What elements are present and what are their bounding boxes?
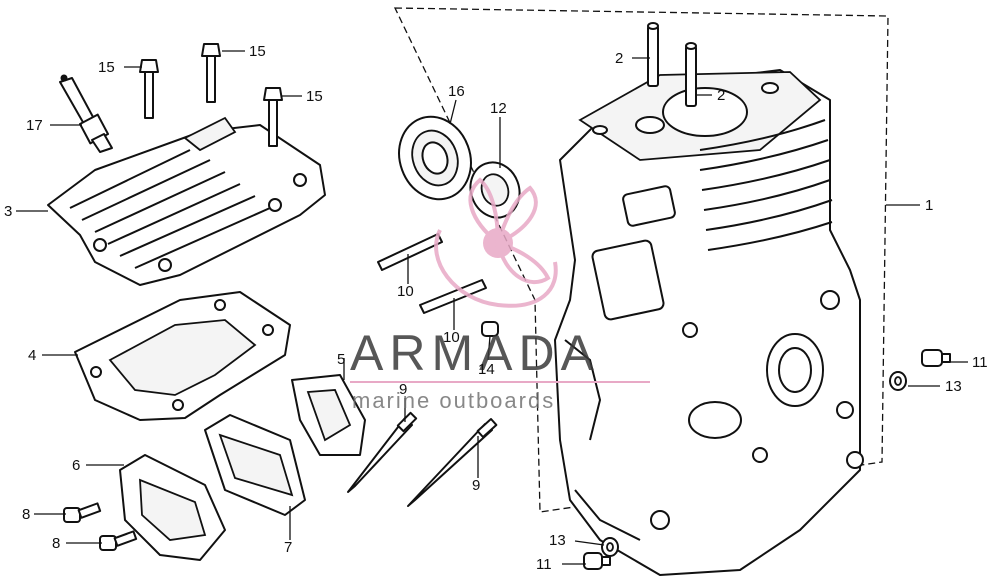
callout-14: 14 bbox=[478, 361, 495, 378]
short-studs bbox=[377, 233, 487, 314]
long-studs bbox=[347, 411, 498, 507]
cover-gasket bbox=[204, 414, 306, 516]
head-bolts bbox=[139, 43, 283, 147]
drain-bolt-bottom bbox=[583, 552, 611, 570]
ball-bearing bbox=[398, 115, 472, 201]
callout-17: 17 bbox=[26, 117, 43, 134]
callout-6: 6 bbox=[72, 457, 80, 474]
callout-11a: 11 bbox=[972, 354, 988, 371]
callout-12: 12 bbox=[490, 100, 507, 117]
callout-11b: 11 bbox=[536, 556, 552, 573]
callout-8a: 8 bbox=[22, 506, 30, 523]
callout-15c: 15 bbox=[306, 88, 323, 105]
sealing-washer-right bbox=[889, 371, 907, 391]
cylinder-block bbox=[554, 69, 864, 576]
cylinder-dowel-pins bbox=[647, 22, 697, 107]
callout-15b: 15 bbox=[249, 43, 266, 60]
callout-10b: 10 bbox=[443, 329, 460, 346]
cover-bolts bbox=[63, 502, 138, 551]
leader-lines bbox=[16, 50, 968, 565]
cylinder-head bbox=[47, 116, 326, 286]
callout-7: 7 bbox=[284, 539, 292, 556]
callout-3: 3 bbox=[4, 203, 12, 220]
oil-seal bbox=[469, 161, 521, 219]
callout-10a: 10 bbox=[397, 283, 414, 300]
sealing-washer-bottom bbox=[601, 537, 619, 557]
head-gasket bbox=[74, 291, 291, 421]
callout-2b: 2 bbox=[717, 87, 725, 104]
callout-16: 16 bbox=[448, 83, 465, 100]
callout-9a: 9 bbox=[399, 381, 407, 398]
breather-gasket bbox=[291, 374, 366, 456]
callout-13a: 13 bbox=[945, 378, 962, 395]
callout-5: 5 bbox=[337, 351, 345, 368]
callout-1: 1 bbox=[925, 197, 933, 214]
callout-13b: 13 bbox=[549, 532, 566, 549]
side-cover-plate bbox=[119, 454, 226, 561]
callout-2a: 2 bbox=[615, 50, 623, 67]
drain-bolt-right bbox=[921, 349, 951, 367]
callout-9b: 9 bbox=[472, 477, 480, 494]
watermark-brand: ARMADA bbox=[350, 325, 600, 381]
callout-4: 4 bbox=[28, 347, 36, 364]
callout-labels: 1 2 2 3 4 5 6 7 8 8 9 9 10 10 11 11 12 1… bbox=[4, 43, 988, 573]
spark-plug bbox=[59, 74, 113, 153]
armada-logo-icon bbox=[434, 177, 558, 308]
callout-15a: 15 bbox=[98, 59, 115, 76]
watermark-tagline: marine outboards bbox=[352, 388, 555, 413]
callout-8b: 8 bbox=[52, 535, 60, 552]
